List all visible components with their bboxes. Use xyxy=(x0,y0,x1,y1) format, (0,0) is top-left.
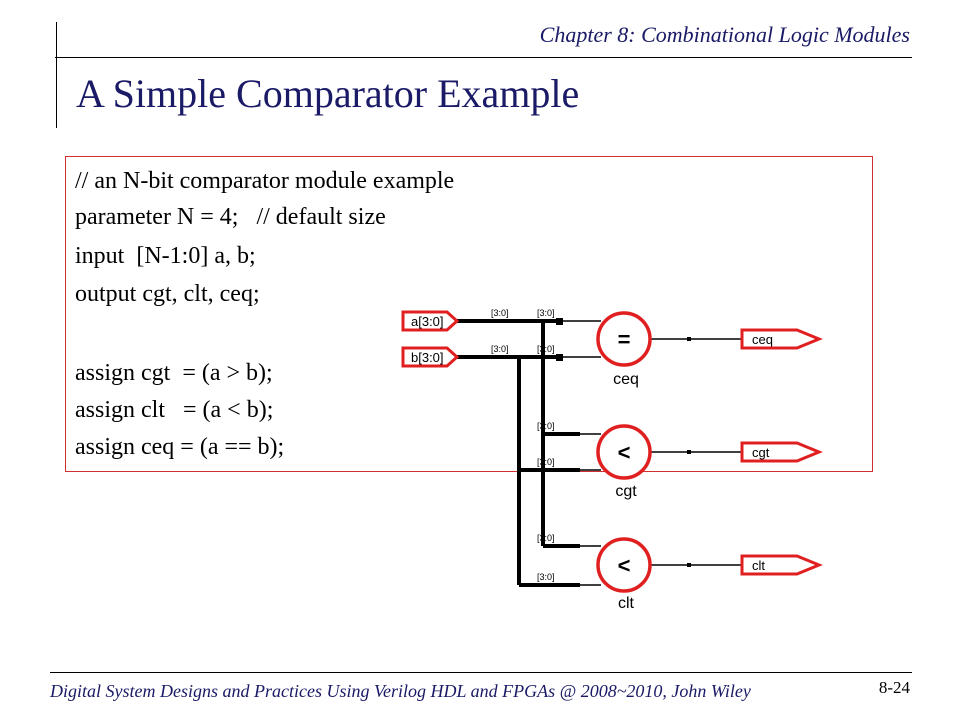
output-port-ceq: ceq xyxy=(740,328,823,350)
code-line-assign-clt: assign clt = (a < b); xyxy=(75,397,274,423)
code-line-parameter: parameter N = 4; // default size xyxy=(75,204,386,230)
bus-label: [3:0] xyxy=(537,421,555,431)
bus-label: [3:0] xyxy=(537,572,555,582)
footer-text: Digital System Designs and Practices Usi… xyxy=(50,681,751,701)
header-rule xyxy=(55,57,912,58)
gate-symbol: = xyxy=(618,327,631,352)
greater-than-comparator-gate: < cgt xyxy=(596,424,652,500)
output-port-cgt: cgt xyxy=(740,441,823,463)
output-port-label: ceq xyxy=(752,332,773,347)
code-line-output: output cgt, clt, ceq; xyxy=(75,281,260,307)
input-port-label: a[3:0] xyxy=(411,314,444,329)
bus-label: [3:0] xyxy=(537,308,555,318)
input-port-b: b[3:0] xyxy=(401,346,460,368)
code-box xyxy=(65,156,873,472)
bus-label: [3:0] xyxy=(537,533,555,543)
code-line-assign-cgt: assign cgt = (a > b); xyxy=(75,360,273,386)
chapter-header: Chapter 8: Combinational Logic Modules xyxy=(539,22,910,47)
gate-symbol: < xyxy=(618,440,631,465)
input-port-label: b[3:0] xyxy=(411,350,444,365)
header-vertical-rule xyxy=(56,22,57,128)
gate-label: ceq xyxy=(613,371,639,388)
less-than-comparator-gate: < clt xyxy=(596,537,652,612)
gate-label: clt xyxy=(618,595,635,612)
gate-label: cgt xyxy=(615,483,637,500)
code-line-comment: // an N-bit comparator module example xyxy=(75,168,455,194)
output-port-label: cgt xyxy=(752,445,770,460)
bus-junctions xyxy=(556,318,563,361)
input-port-a: a[3:0] xyxy=(401,310,460,332)
bus-label: [3:0] xyxy=(537,344,555,354)
junction-a xyxy=(556,318,563,325)
bus-wires xyxy=(457,319,580,587)
bus-label: [3:0] xyxy=(491,344,509,354)
output-port-label: clt xyxy=(752,558,765,573)
gate-symbol: < xyxy=(618,553,631,578)
code-line-input: input [N-1:0] a, b; xyxy=(75,243,256,269)
footer-rule xyxy=(50,672,912,673)
bus-labels: [3:0] [3:0] [3:0] [3:0] [3:0] [3:0] [3:0… xyxy=(491,308,555,582)
output-junctions xyxy=(687,337,691,567)
slide-title: A Simple Comparator Example xyxy=(76,71,580,116)
equality-comparator-gate: = ceq xyxy=(596,311,652,388)
output-port-clt: clt xyxy=(740,554,823,576)
gate-input-wires xyxy=(560,320,742,586)
bus-label: [3:0] xyxy=(491,308,509,318)
code-line-assign-ceq: assign ceq = (a == b); xyxy=(75,434,285,460)
page-number: 8-24 xyxy=(878,678,910,697)
junction-b xyxy=(556,354,563,361)
bus-label: [3:0] xyxy=(537,457,555,467)
